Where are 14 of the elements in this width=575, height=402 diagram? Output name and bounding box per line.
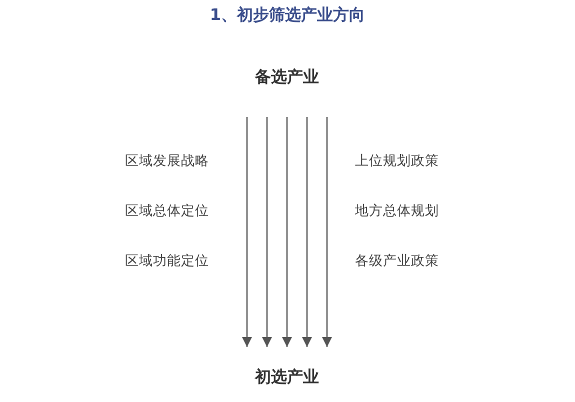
arrow [322, 117, 332, 347]
factor-label: 区域总体定位 [125, 202, 209, 220]
factor-label: 上位规划政策 [355, 152, 439, 170]
node-label: 初选产业 [255, 367, 319, 386]
factor-label: 地方总体规划 [355, 202, 439, 220]
arrow [302, 117, 312, 347]
factor-label: 区域发展战略 [125, 152, 209, 170]
factor-label: 区域功能定位 [125, 252, 209, 270]
arrow [242, 117, 252, 347]
title: 1、初步筛选产业方向 [208, 5, 366, 26]
node-label: 备选产业 [255, 67, 319, 86]
arrow [262, 117, 272, 347]
arrow [282, 117, 292, 347]
factor-label: 各级产业政策 [355, 252, 439, 270]
